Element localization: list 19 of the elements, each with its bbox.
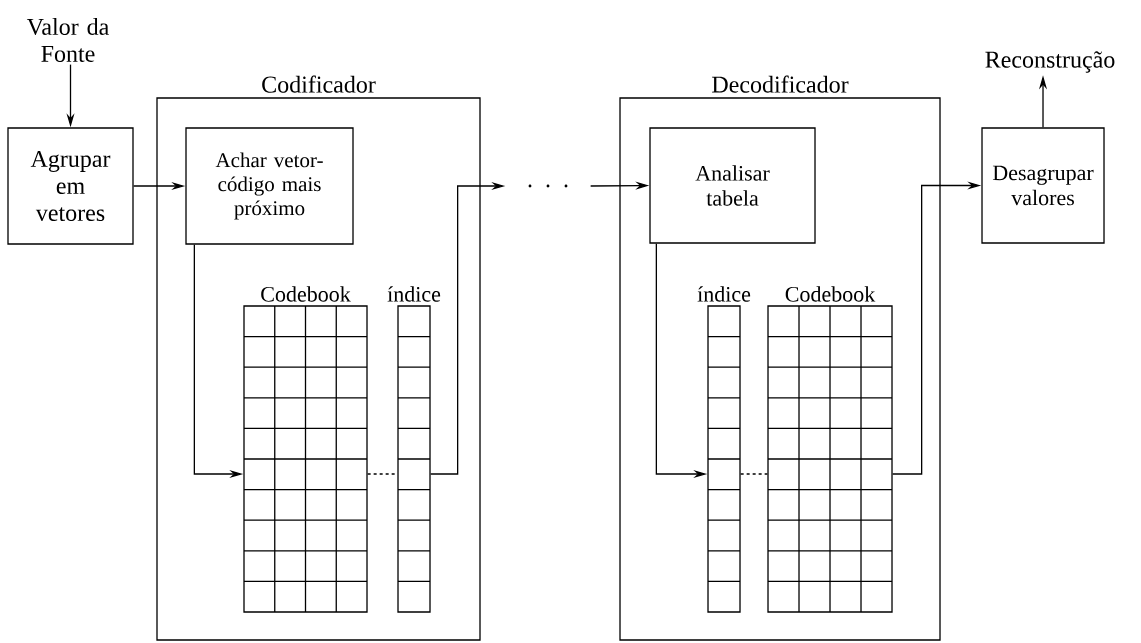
node-label: Codificador — [262, 75, 376, 93]
output-label: Reconstrução — [985, 51, 1115, 73]
process-box: Desagrupar valores — [981, 127, 1105, 244]
process-box: Achar vetor-código mais próximo — [185, 127, 354, 245]
process-box: Agrupar em vetores — [7, 127, 134, 245]
node-label: Codebook — [785, 286, 876, 302]
index-table: índice — [697, 286, 751, 613]
node-label: Codebook — [261, 286, 351, 302]
node-label: índice — [697, 286, 751, 302]
node-label: índice — [387, 286, 441, 302]
codebook-table: Codebook — [243, 286, 368, 613]
index-table: índice — [387, 286, 441, 613]
codebook-table: Codebook — [767, 286, 893, 613]
node-label: Decodificador — [712, 75, 849, 93]
dashed-line — [740, 473, 768, 475]
ellipsis: . . . — [528, 184, 568, 188]
source-label: Valor da Fonte — [26, 18, 109, 62]
dashed-line — [367, 473, 398, 475]
process-box: Analisar tabela — [649, 127, 816, 244]
